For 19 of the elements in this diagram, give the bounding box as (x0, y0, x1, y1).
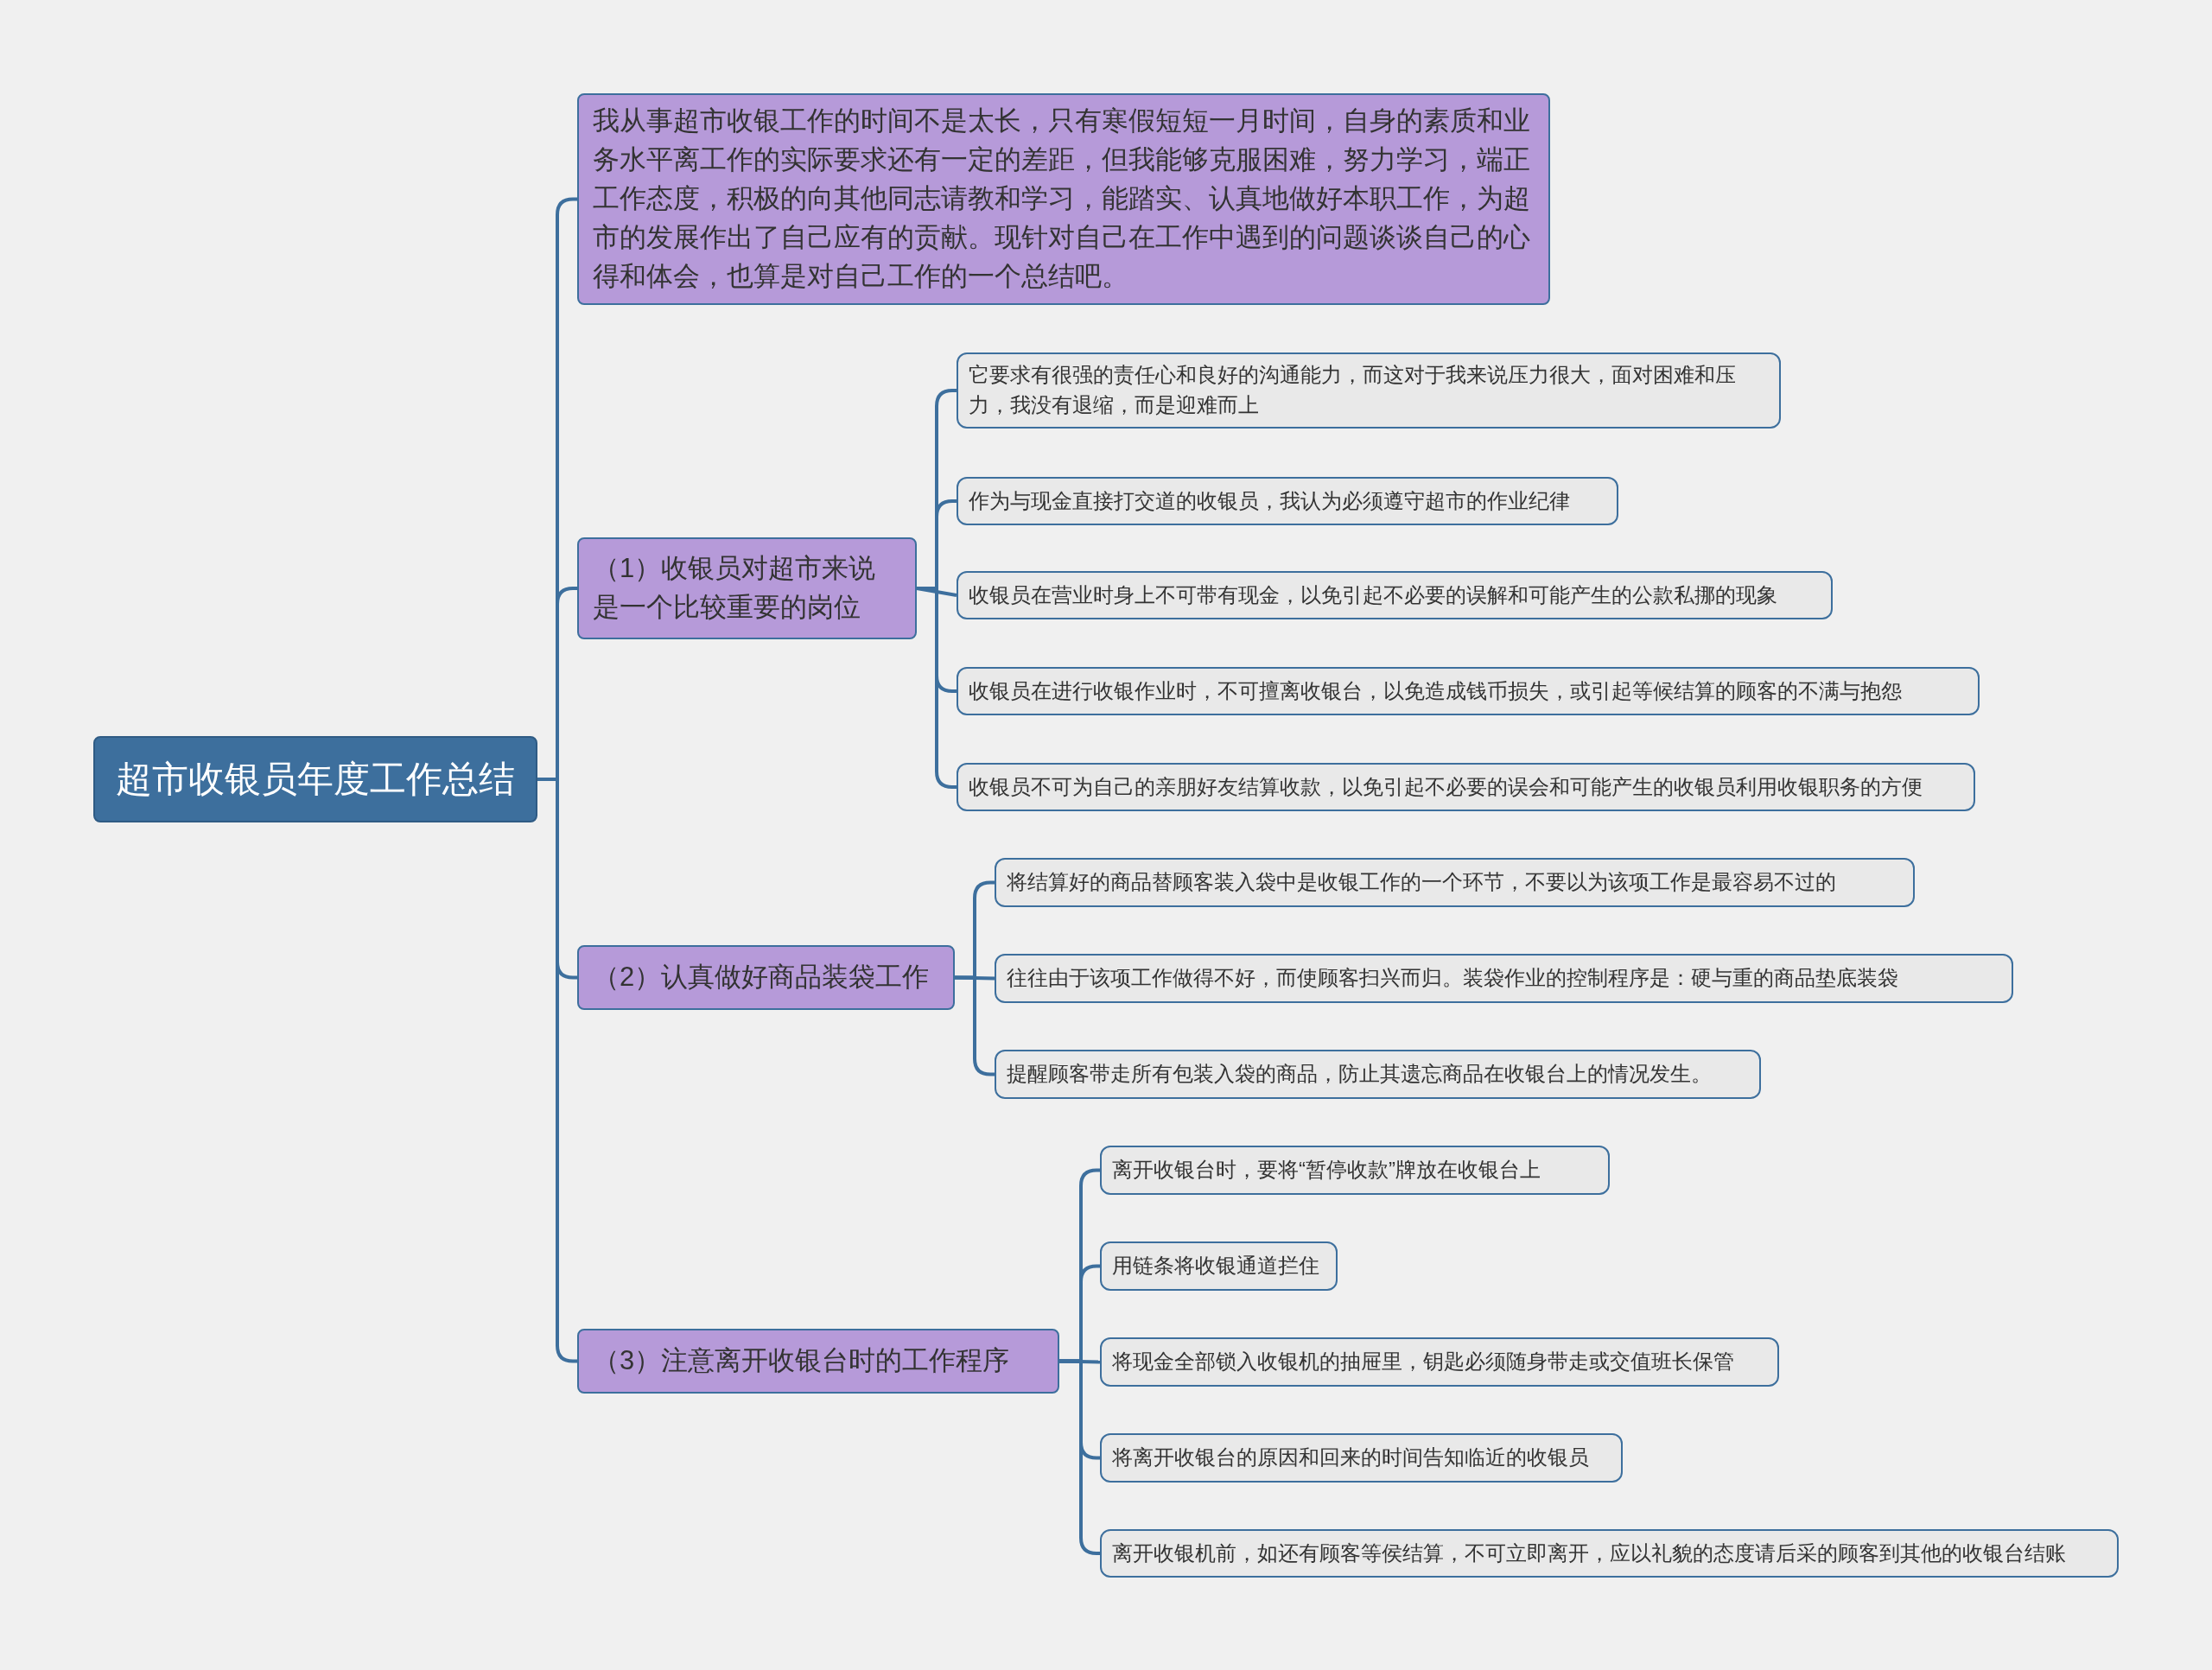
topic-box: （2）认真做好商品装袋工作 (577, 945, 955, 1010)
subtopic-box: 它要求有很强的责任心和良好的沟通能力，而这对于我来说压力很大，面对困难和压力，我没有退缩，而是迎难而上 (957, 352, 1781, 429)
subtopic-box: 用链条将收银通道拦住 (1100, 1241, 1338, 1291)
subtopic-box: 离开收银机前，如还有顾客等侯结算，不可立即离开，应以礼貌的态度请后采的顾客到其他的收银台结账 (1100, 1529, 2119, 1578)
subtopic-box: 提醒顾客带走所有包装入袋的商品，防止其遗忘商品在收银台上的情况发生。 (995, 1050, 1761, 1099)
subtopic-box: 收银员在进行收银作业时，不可擅离收银台，以免造成钱币损失，或引起等候结算的顾客的不满与抱怨 (957, 667, 1980, 715)
subtopic-box: 往往由于该项工作做得不好，而使顾客扫兴而归。装袋作业的控制程序是：硬与重的商品垫底装袋 (995, 954, 2013, 1003)
subtopic-box: 将结算好的商品替顾客装入袋中是收银工作的一个环节，不要以为该项工作是最容易不过的 (995, 858, 1915, 907)
subtopic-box: 将现金全部锁入收银机的抽屉里，钥匙必须随身带走或交值班长保管 (1100, 1337, 1779, 1387)
subtopic-box: 离开收银台时，要将“暂停收款”牌放在收银台上 (1100, 1146, 1610, 1195)
subtopic-box: 作为与现金直接打交道的收银员，我认为必须遵守超市的作业纪律 (957, 477, 1618, 525)
topic-box: （3）注意离开收银台时的工作程序 (577, 1329, 1059, 1394)
connector-line (955, 975, 995, 1076)
subtopic-box: 将离开收银台的原因和回来的时间告知临近的收银员 (1100, 1433, 1623, 1483)
topic-box: 我从事超市收银工作的时间不是太长，只有寒假短短一月时间，自身的素质和业务水平离工作的实际要求还有一定的差距，但我能够克服困难，努力学习，端正工作态度，积极的向其他同志请教和学习，能踏实、认真地做好本职工作，为超市的发展作出了自己应有的贡献。现针对自己在工作中遇到的问题谈谈自己的心得和体会，也算是对自己工作的一个总结吧。 (577, 93, 1550, 305)
subtopic-box: 收银员不可为自己的亲朋好友结算收款，以免引起不必要的误会和可能产生的收银员利用收银职务的方便 (957, 763, 1975, 811)
subtopic-box: 收银员在营业时身上不可带有现金，以免引起不必要的误解和可能产生的公款私挪的现象 (957, 571, 1833, 619)
central-topic-box: 超市收银员年度工作总结 (93, 736, 537, 822)
topic-box: （1）收银员对超市来说是一个比较重要的岗位 (577, 537, 917, 639)
